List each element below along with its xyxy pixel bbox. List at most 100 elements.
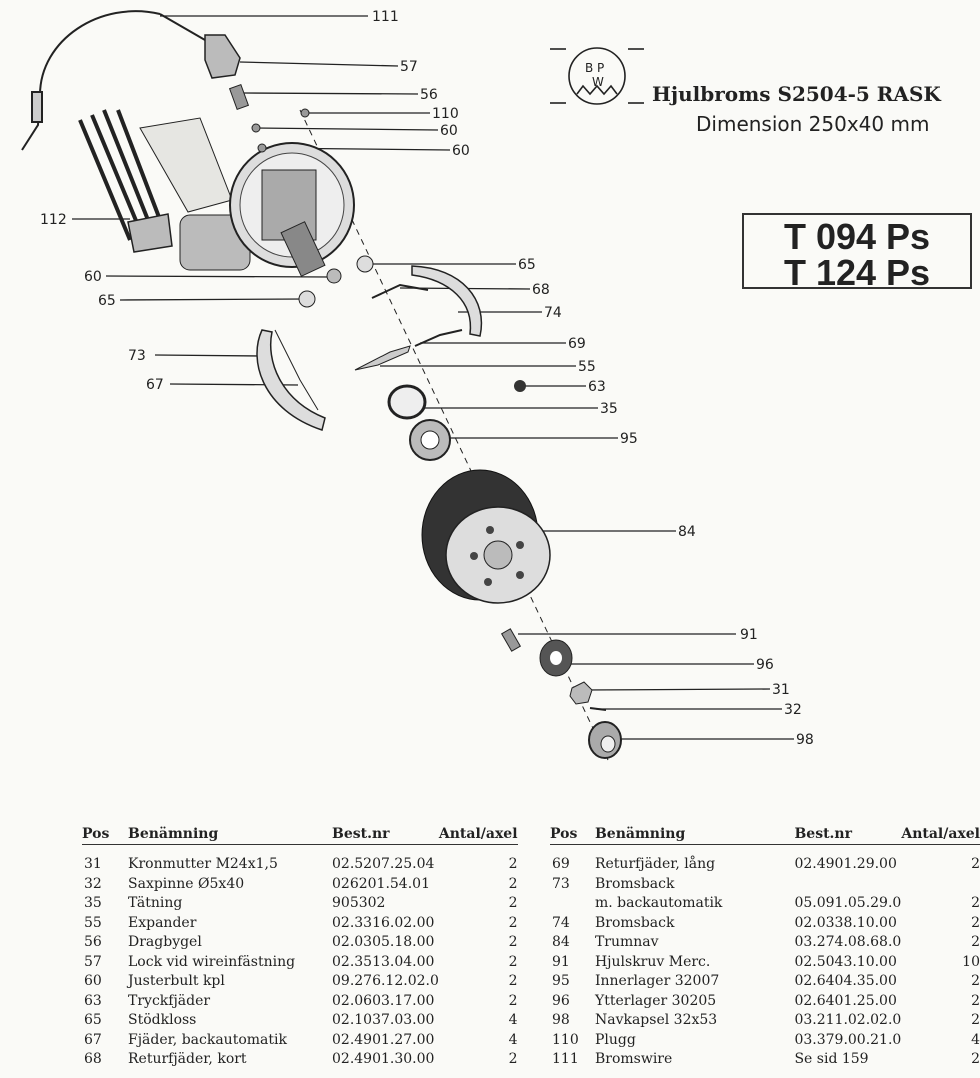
cell-qty: 2 — [971, 914, 980, 931]
brake-backplate — [139, 117, 355, 277]
callout-98: 98 — [796, 732, 814, 748]
cell-name: Bromswire — [594, 1051, 673, 1067]
page-title: Hjulbroms S2504-5 RASK — [652, 82, 941, 106]
cell-best-nr: 02.5043.10.00 — [794, 953, 897, 970]
cell-qty: 2 — [508, 895, 518, 911]
cell-best-nr: 02.0305.18.00 — [332, 934, 435, 950]
cell-best-nr: 02.3513.04.00 — [332, 953, 435, 970]
callout-84: 84 — [678, 524, 696, 540]
svg-text:B P: B P — [585, 61, 604, 75]
part-112 — [78, 109, 164, 241]
part-84-drum — [421, 469, 551, 604]
col-name: Benämning — [594, 825, 795, 845]
cell-pos: 35 — [84, 895, 102, 911]
part-74-shoe — [411, 265, 483, 337]
cell-pos: 31 — [84, 856, 102, 872]
callout-91: 91 — [740, 627, 758, 643]
cell-pos: 55 — [84, 914, 102, 931]
part-73-shoe — [256, 329, 326, 431]
cell-qty: 4 — [508, 1012, 518, 1028]
cell-name: Plugg — [594, 1031, 636, 1048]
callout-32: 32 — [784, 702, 802, 718]
page-subtitle: Dimension 250x40 mm — [696, 112, 930, 136]
callout-74: 74 — [544, 305, 562, 321]
cell-best-nr: 026201.54.01 — [332, 875, 430, 892]
cell-pos: 110 — [552, 1031, 579, 1048]
cell-name: Lock vid wireinfästning — [128, 953, 296, 970]
model-code-1: T 094 Ps — [783, 216, 931, 257]
col-pos: Pos — [550, 825, 595, 845]
callout-35: 35 — [600, 401, 618, 417]
svg-text:W: W — [592, 75, 604, 89]
callout-67: 67 — [146, 377, 164, 393]
cell-pos: 91 — [552, 953, 570, 970]
cell-pos: 57 — [84, 953, 102, 970]
bpw-logo: B P W — [550, 47, 644, 105]
cell-pos: 60 — [84, 973, 102, 989]
cell-best-nr: 02.4901.27.00 — [332, 1031, 435, 1048]
col-pos: Pos — [82, 825, 128, 845]
cell-best-nr: 905302 — [332, 895, 386, 911]
table-row: 57 Lock vid wireinfästning 02.3513.04.00 2 — [82, 953, 518, 973]
cell-name: Hjulskruv Merc. — [594, 953, 711, 970]
cell-best-nr: 02.0603.17.00 — [332, 992, 435, 1009]
cell-best-nr: 02.0338.10.00 — [794, 914, 897, 931]
cell-name: Bromsback — [594, 914, 675, 931]
callout-31: 31 — [772, 682, 790, 698]
cell-pos: 96 — [552, 992, 570, 1009]
callout-60-a: 60 — [440, 123, 458, 139]
callout-63: 63 — [588, 379, 606, 395]
cell-pos: 32 — [84, 875, 102, 892]
cell-pos: 95 — [552, 973, 570, 989]
cell-best-nr: 02.6401.25.00 — [794, 992, 897, 1009]
cell-best-nr: 03.211.02.02.0 — [794, 1012, 902, 1028]
cell-best-nr: 09.276.12.02.0 — [332, 973, 439, 989]
model-box: T 094 Ps T 124 Ps — [742, 213, 972, 291]
cell-qty: 2 — [508, 856, 518, 872]
part-35-seal — [387, 384, 427, 420]
cell-name: Dragbygel — [128, 934, 202, 950]
cell-pos: 84 — [552, 934, 570, 950]
cell-best-nr: 05.091.05.29.0 — [794, 895, 902, 911]
cell-qty: 2 — [508, 875, 518, 892]
cell-best-nr — [794, 875, 901, 895]
cell-name: Kronmutter M24x1,5 — [128, 856, 278, 872]
callout-112: 112 — [40, 212, 67, 228]
callout-110: 110 — [432, 106, 459, 122]
cell-best-nr: 02.6404.35.00 — [794, 973, 897, 989]
callout-95: 95 — [620, 431, 638, 447]
cell-qty: 2 — [971, 1012, 980, 1028]
callout-65-a: 65 — [98, 293, 116, 309]
cell-name: Saxpinne Ø5x40 — [128, 875, 245, 892]
col-qty: Antal/axel — [901, 825, 980, 845]
table-row: 32 Saxpinne Ø5x40 026201.54.01 2 — [82, 875, 518, 895]
callout-60-b: 60 — [452, 143, 470, 159]
cell-best-nr: 03.274.08.68.0 — [794, 934, 902, 950]
cell-pos: 65 — [84, 1012, 102, 1028]
cell-name: Ytterlager 30205 — [594, 992, 717, 1009]
cell-qty: 2 — [508, 953, 518, 970]
cell-pos: 63 — [84, 992, 102, 1009]
cell-qty: 2 — [971, 856, 980, 872]
cell-name: Trumnav — [594, 934, 659, 950]
callout-96: 96 — [756, 657, 774, 673]
col-best-nr: Best.nr — [332, 825, 439, 845]
cell-best-nr: 02.1037.03.00 — [332, 1012, 435, 1028]
cell-best-nr: 02.5207.25.04 — [332, 856, 435, 872]
cell-qty: 2 — [971, 934, 980, 950]
cell-pos: 111 — [552, 1051, 579, 1067]
cell-qty: 2 — [508, 973, 518, 989]
cell-qty: 2 — [971, 895, 980, 911]
callout-65-b: 65 — [518, 257, 536, 273]
